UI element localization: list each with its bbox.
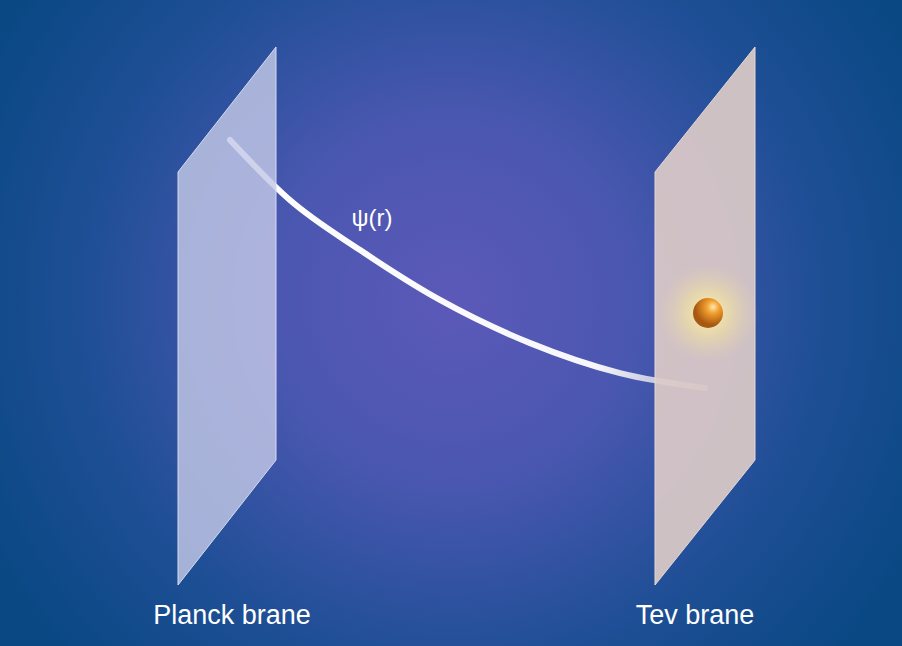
brane-surface xyxy=(178,47,276,585)
brane-plane xyxy=(137,47,327,631)
edge-label: ψ(r) xyxy=(351,204,392,232)
particle-sphere xyxy=(693,298,723,328)
wavefunction-curve xyxy=(230,140,705,388)
brane-label: Tev brane xyxy=(636,600,755,631)
brane-node: Planck brane xyxy=(137,47,327,631)
brane-label: Planck brane xyxy=(153,600,311,631)
particle-glow xyxy=(658,263,758,363)
